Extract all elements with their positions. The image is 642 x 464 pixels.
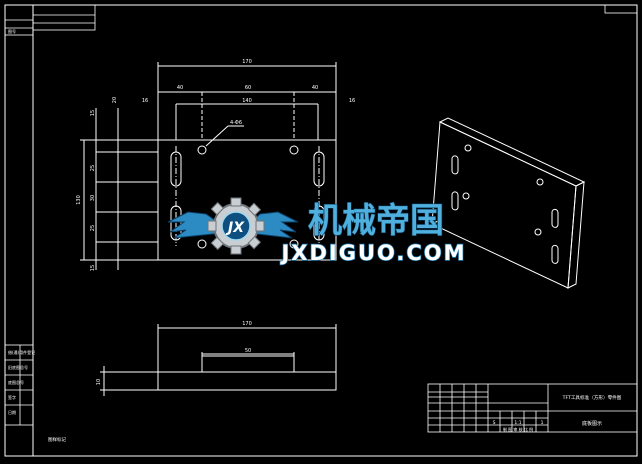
dim-seg-left: 40: [177, 85, 183, 91]
title-block-cell-label: 1: [541, 420, 544, 426]
dim-v1: 15: [90, 110, 96, 116]
dim-v5: 15: [90, 265, 96, 271]
title-block-cell-scale: 1:1: [514, 420, 521, 426]
dim-inner-width: 140: [242, 98, 252, 104]
watermark: JX 机械帝国 JXDIGUO.COM: [167, 197, 466, 266]
left-strip-label: 签字: [8, 394, 16, 400]
left-strip-top-code: 图号: [8, 28, 16, 34]
left-strip-label: 借(通)用件登记: [8, 349, 35, 355]
front-dim-height: 10: [96, 379, 102, 385]
dim-overall-width: 170: [242, 59, 252, 65]
dim-edge-left: 16: [142, 98, 148, 104]
title-block-drawing-title: TFT工具标准（方形）零件图: [562, 394, 622, 401]
isometric-view: [431, 117, 586, 289]
gear-icon: [207, 197, 265, 255]
left-strip-label: 旧底图总号: [8, 364, 28, 370]
dim-height-overall: 130: [76, 195, 82, 205]
bottom-note: 图样标记: [48, 436, 66, 443]
dim-v3: 30: [90, 195, 96, 201]
dim-v6: 20: [112, 97, 118, 103]
dim-hole-note: 4-Φ6: [230, 120, 242, 126]
top-view-dims: 170 40 60 40 140 16 16 4-Φ6 130 15 25 30…: [76, 59, 355, 271]
logo-letters: JX: [225, 220, 245, 236]
title-block: [427, 383, 638, 433]
top-left-box: [32, 4, 96, 31]
dim-seg-right: 40: [312, 85, 318, 91]
title-block-part-name: 底板图示: [582, 420, 602, 427]
dim-v2: 25: [90, 165, 96, 171]
left-strip-labels: 借(通)用件登记 旧底图总号 底图总号 签字 日期: [8, 349, 35, 415]
front-view: [100, 324, 337, 396]
title-block-cell-s: S: [493, 420, 496, 426]
left-strip-label: 底图总号: [8, 379, 24, 385]
dim-edge-right: 16: [349, 98, 355, 104]
left-strip-label: 日期: [8, 409, 16, 415]
brand-name-cn: 机械帝国: [308, 201, 444, 241]
title-block-sub: 制 图 审 核 比 例: [503, 426, 533, 432]
front-dim-width: 170: [242, 321, 252, 327]
dim-seg-mid: 60: [245, 85, 251, 91]
left-strip: [4, 4, 34, 426]
front-view-dims: 170 50 10: [96, 321, 252, 385]
brand-name-en: JXDIGUO.COM: [279, 241, 466, 265]
front-dim-slot: 50: [245, 348, 251, 354]
top-view: [80, 62, 337, 270]
dim-v4: 25: [90, 225, 96, 231]
corner-mark: [604, 4, 638, 14]
